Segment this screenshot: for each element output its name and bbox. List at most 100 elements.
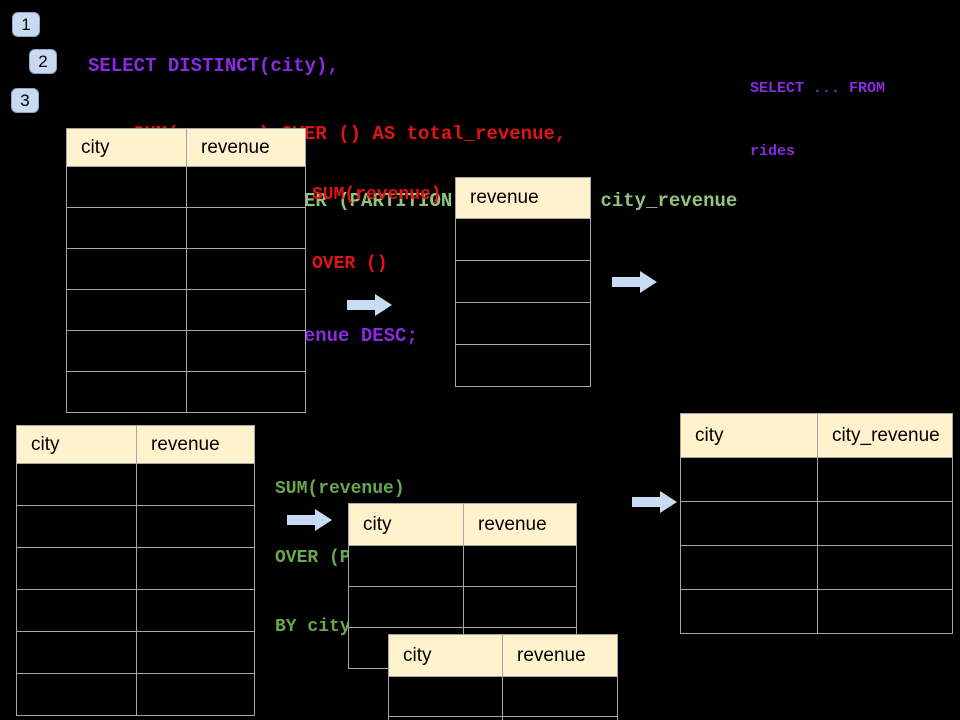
side-note-line-1: SELECT ... FROM	[750, 80, 886, 97]
step-badge-1-label: 1	[21, 14, 31, 34]
empty-cell	[348, 586, 464, 628]
empty-cell	[16, 589, 137, 632]
table-row	[16, 673, 255, 716]
empty-cell	[455, 344, 591, 387]
table-row	[16, 463, 255, 506]
empty-cell	[16, 673, 137, 716]
table-row	[455, 302, 591, 345]
table-header-row: city city_revenue	[680, 413, 953, 458]
column-header-city: city	[388, 634, 503, 677]
table-partition-second: city revenue	[388, 634, 618, 720]
column-header-revenue: revenue	[136, 425, 255, 464]
empty-cell	[348, 545, 464, 587]
table-row	[66, 248, 306, 290]
table-source-top: city revenue	[66, 128, 306, 413]
empty-cell	[455, 260, 591, 303]
annotation-partition-line-3: BY city)	[275, 617, 362, 637]
empty-cell	[502, 676, 618, 717]
empty-cell	[463, 545, 577, 587]
table-row	[455, 344, 591, 387]
empty-cell	[817, 501, 953, 546]
empty-cell	[817, 457, 953, 502]
table-row	[388, 716, 618, 720]
table-row	[680, 545, 953, 590]
table-row	[348, 586, 577, 628]
table-row	[455, 260, 591, 303]
empty-cell	[16, 463, 137, 506]
column-header-city-revenue: city_revenue	[817, 413, 953, 458]
annotation-total-line-1: SUM(revenue)	[312, 185, 442, 205]
empty-cell	[136, 673, 255, 716]
column-header-revenue: revenue	[463, 503, 577, 546]
step-badge-1: 1	[12, 12, 40, 37]
column-header-revenue: revenue	[455, 177, 591, 219]
empty-cell	[186, 330, 306, 372]
empty-cell	[16, 547, 137, 590]
table-header-row: city revenue	[348, 503, 577, 546]
empty-cell	[136, 505, 255, 548]
empty-cell	[680, 457, 818, 502]
empty-cell	[817, 545, 953, 590]
table-row	[680, 501, 953, 546]
step-badge-2-label: 2	[38, 51, 48, 71]
table-header-row: city revenue	[66, 128, 306, 167]
empty-cell	[186, 207, 306, 249]
table-row	[66, 207, 306, 249]
table-row	[348, 545, 577, 587]
empty-cell	[66, 207, 187, 249]
step-badge-3: 3	[11, 88, 39, 113]
empty-cell	[680, 501, 818, 546]
table-header-row: city revenue	[388, 634, 618, 677]
table-row	[66, 289, 306, 331]
table-row	[16, 547, 255, 590]
table-row	[388, 676, 618, 717]
empty-cell	[388, 676, 503, 717]
empty-cell	[455, 218, 591, 261]
flow-arrow-icon	[347, 294, 392, 316]
empty-cell	[66, 166, 187, 208]
step-badge-2: 2	[29, 49, 57, 74]
column-header-revenue: revenue	[186, 128, 306, 167]
flow-arrow-icon	[287, 509, 332, 531]
table-source-bottom: city revenue	[16, 425, 255, 716]
table-row	[66, 330, 306, 372]
empty-cell	[186, 166, 306, 208]
table-row	[16, 589, 255, 632]
empty-cell	[463, 586, 577, 628]
annotation-partition-line-1: SUM(revenue)	[275, 479, 405, 499]
empty-cell	[455, 302, 591, 345]
table-row	[680, 589, 953, 634]
column-header-city: city	[680, 413, 818, 458]
empty-cell	[136, 547, 255, 590]
annotation-sum-over-total: SUM(revenue) OVER ()	[312, 138, 442, 322]
empty-cell	[66, 248, 187, 290]
flow-arrow-icon	[632, 491, 677, 513]
table-result-city-revenue: city city_revenue	[680, 413, 953, 634]
empty-cell	[388, 716, 503, 720]
flow-arrow-icon	[612, 271, 657, 293]
column-header-city: city	[66, 128, 187, 167]
table-row	[66, 371, 306, 413]
annotation-total-line-2: OVER ()	[312, 254, 388, 274]
empty-cell	[186, 371, 306, 413]
empty-cell	[817, 589, 953, 634]
table-header-row: revenue	[455, 177, 591, 219]
sql-code-line-select: SELECT DISTINCT(city),	[88, 55, 339, 77]
empty-cell	[186, 289, 306, 331]
column-header-revenue: revenue	[502, 634, 618, 677]
empty-cell	[66, 330, 187, 372]
table-row	[680, 457, 953, 502]
table-header-row: city revenue	[16, 425, 255, 464]
empty-cell	[502, 716, 618, 720]
column-header-city: city	[16, 425, 137, 464]
empty-cell	[680, 545, 818, 590]
table-total-revenue: revenue	[455, 177, 591, 387]
side-note-select-from-rides: SELECT ... FROM rides	[750, 36, 885, 204]
empty-cell	[16, 505, 137, 548]
table-row	[16, 631, 255, 674]
table-row	[66, 166, 306, 208]
empty-cell	[66, 371, 187, 413]
empty-cell	[136, 463, 255, 506]
table-row	[455, 218, 591, 261]
